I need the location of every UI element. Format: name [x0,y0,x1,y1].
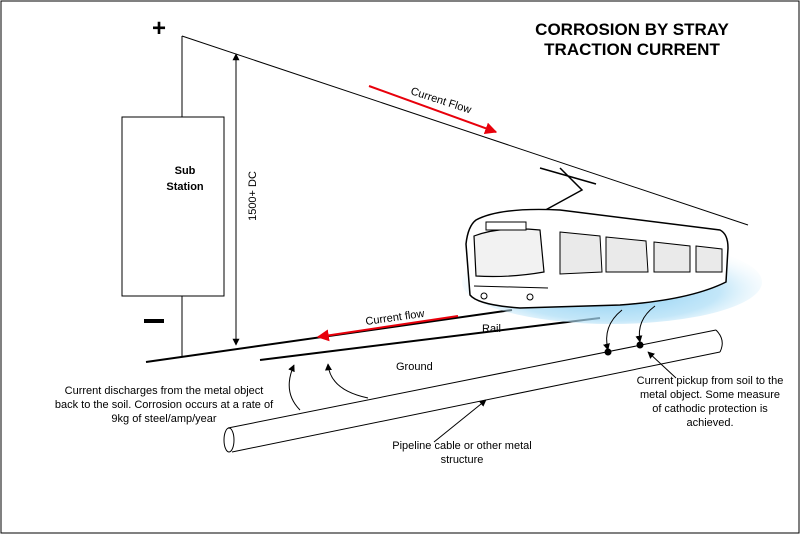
ground-label: Ground [396,361,433,373]
title-line-1: CORROSION BY STRAY [535,20,729,39]
pickup-point-2 [636,341,644,349]
pickup-point-1 [604,348,612,356]
voltage-label: 1500+ DC [247,171,259,221]
rail-right [259,317,601,361]
pipeline-note-line-1: Pipeline cable or other metal [392,440,531,452]
substation-label-2: Station [166,181,204,193]
pickup-note-line-1: Current pickup from soil to the [637,375,784,387]
pickup-note-line-3: of cathodic protection is [652,403,768,415]
tram-pantograph-bow [539,167,597,185]
discharge-note-line-3: 9kg of steel/amp/year [111,413,217,425]
pickup-arrow-2 [635,305,656,343]
discharge-arrow-2 [324,363,369,399]
tram-windscreen [473,228,545,278]
pipeline-bottom-edge [231,351,721,453]
pickup-arrow-1 [603,309,623,351]
pipeline-end-far [715,329,723,353]
tram-illustration [462,167,762,324]
pickup-pointer-arrow [647,351,677,379]
pipeline-note-line-2: structure [441,454,484,466]
pipeline [223,329,723,453]
tram-window-2 [605,236,649,273]
pipeline-end-near [223,427,235,453]
overhead-wire [181,35,749,226]
tram-headlight-right [526,293,534,301]
pickup-note-line-4: achieved. [686,417,733,429]
discharge-arrow-1 [288,364,301,411]
discharge-note-line-1: Current discharges from the metal object [65,385,264,397]
minus-terminal-sign [144,319,164,323]
tram-destination-sign [485,221,527,231]
substation-box [121,116,225,297]
pipeline-pointer-arrow [433,399,487,443]
tram-bumper [473,285,549,289]
pipeline-top-edge [227,329,717,429]
discharge-note-line-2: back to the soil. Corrosion occurs at a … [55,399,274,411]
tram-headlight-left [480,292,488,300]
current-flow-wire-arrow [368,85,498,134]
tram-window-4 [695,245,723,273]
substation-label-1: Sub [175,165,196,177]
pickup-note-line-2: metal object. Some measure [640,389,780,401]
rail-label: Rail [482,323,501,335]
current-flow-rail-arrow [316,315,459,342]
tram-window-1 [559,231,603,275]
tram-window-3 [653,241,691,273]
title-line-2: TRACTION CURRENT [544,40,720,59]
plus-terminal-sign: + [152,15,166,42]
